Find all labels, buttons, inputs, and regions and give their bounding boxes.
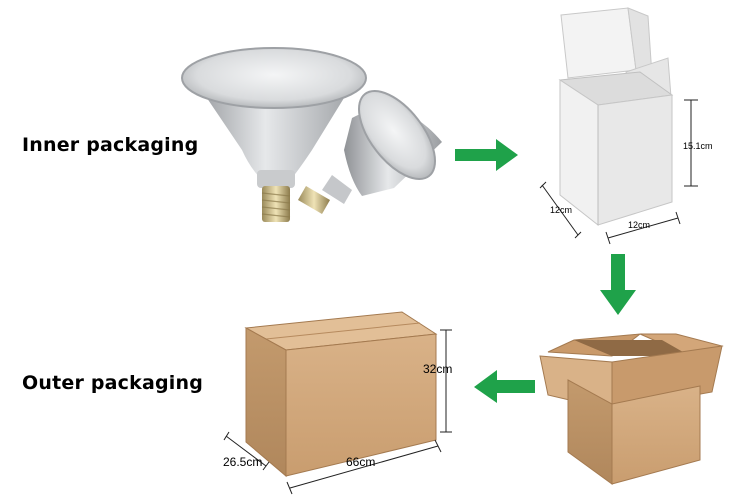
outer-packaging-label: Outer packaging [22,372,204,394]
arrow-right [455,139,518,171]
inner-box-depth-label: 12cm [628,220,650,230]
inner-box [558,7,674,227]
outer-box-length-label: 66cm [346,455,375,469]
arrow-down [600,254,636,315]
inner-box-width-label: 12cm [550,205,572,215]
led-bulb-small [298,90,442,214]
outer-box-depth-label: 26.5cm [223,455,262,469]
led-bulb-large [181,47,367,222]
open-cardboard-box [539,333,724,485]
inner-packaging-label: Inner packaging [22,134,199,156]
closed-cardboard-box [244,311,438,478]
outer-box-dimension-lines [223,329,452,495]
arrow-left [474,370,535,403]
outer-box-height-label: 32cm [423,362,452,376]
inner-box-dimension-lines [539,99,698,245]
inner-box-height-label: 15.1cm [683,141,713,151]
